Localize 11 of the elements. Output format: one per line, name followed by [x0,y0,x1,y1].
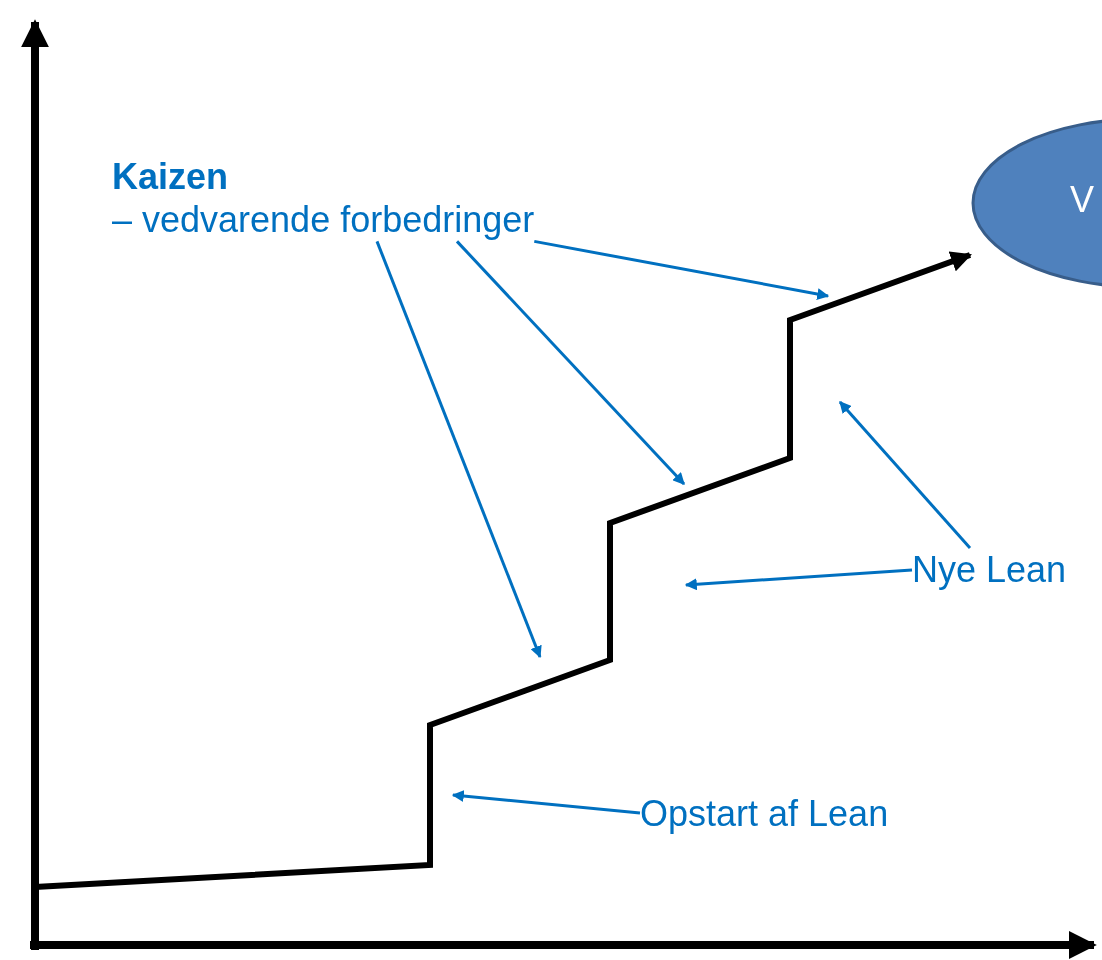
leader-arrow [375,240,542,659]
annotation-text: Opstart af Lean [640,792,889,836]
ellipse-text: V [1070,178,1094,222]
leader-arrow [534,239,830,300]
annotation-text: – vedvarende forbedringer [112,198,535,242]
heading: Kaizen [112,155,229,199]
leader-arrow [451,790,641,815]
leader-arrow [684,568,913,591]
leader-arrow [455,240,686,486]
annotation-text: Nye Lean [912,548,1067,592]
leader-arrow [838,401,972,549]
